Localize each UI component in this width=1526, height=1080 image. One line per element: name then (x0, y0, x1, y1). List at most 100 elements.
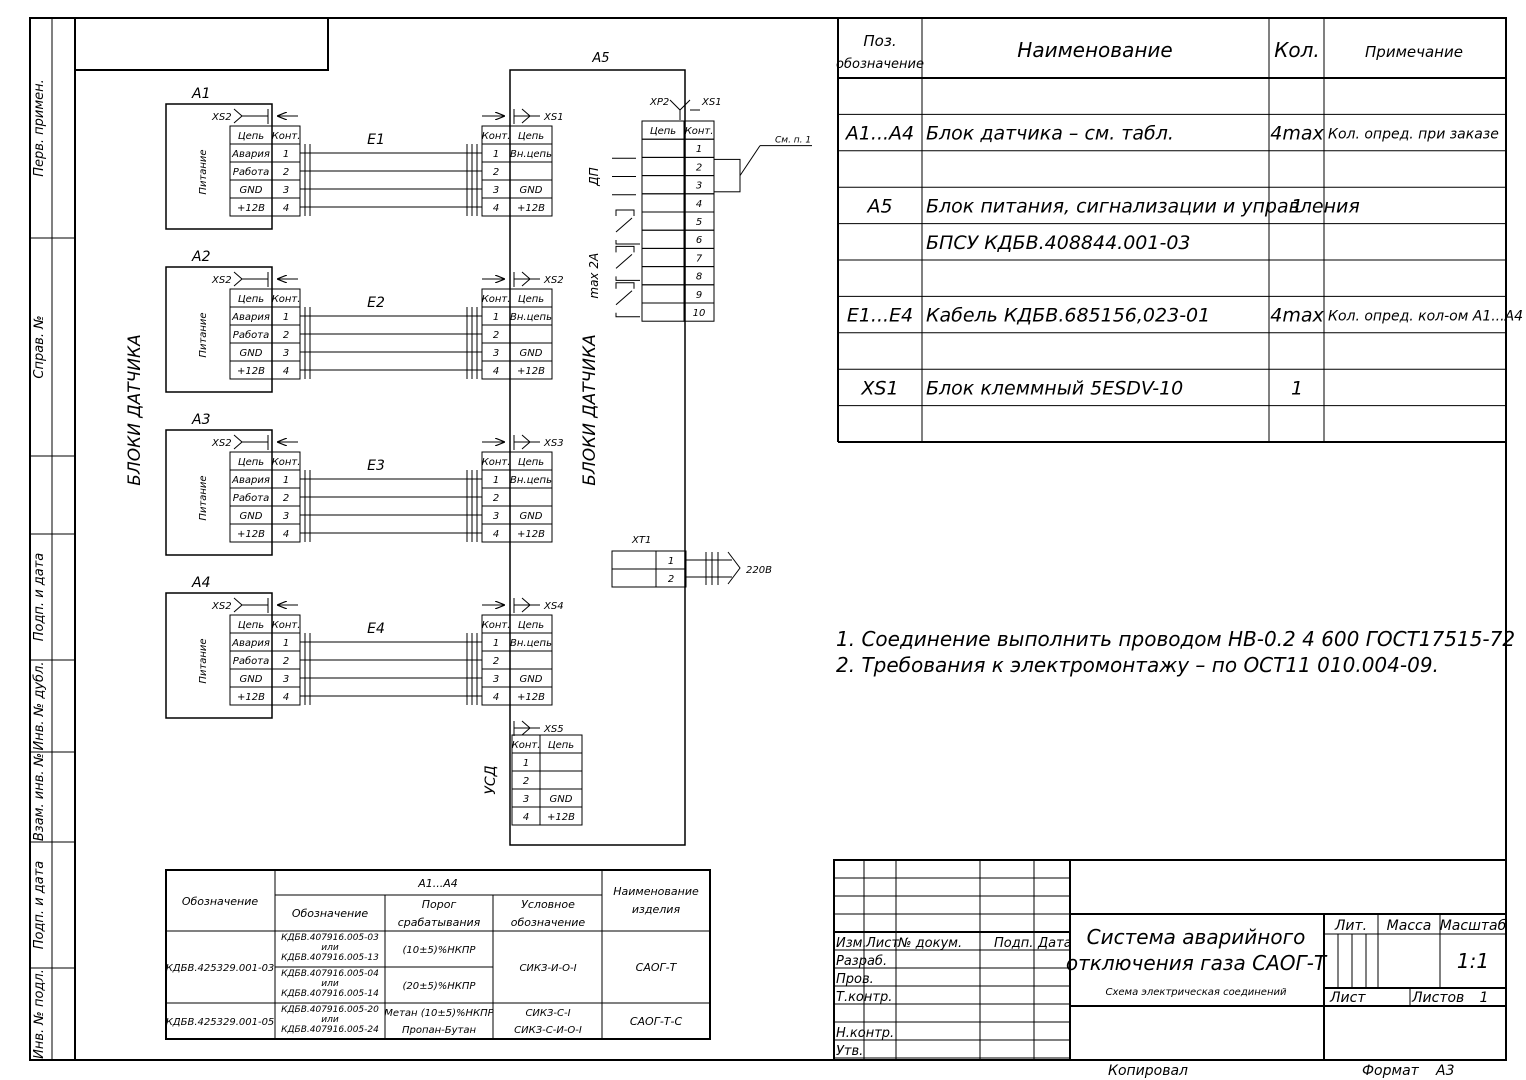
circuit-name: Авария (231, 475, 270, 486)
copied-label: Копировал (1108, 1063, 1188, 1079)
spec-name: БПСУ КДБВ.408844.001-03 (926, 232, 1191, 254)
relay-lead (615, 240, 640, 245)
a5-block: A5 БЛОКИ ДАТЧИКА (509, 51, 686, 846)
var-h-threshold-2: срабатывания (398, 916, 481, 929)
contact-num: 1 (668, 556, 674, 567)
side-stamp-1: Справ. № (32, 315, 47, 378)
contact-num: 2 (668, 574, 674, 585)
var-sub-design: КДБВ.407916.005-20 (281, 1005, 379, 1015)
rev-header: № докум. (897, 936, 962, 951)
format-label: Формат (1362, 1063, 1420, 1079)
rev-header: Лист (865, 936, 899, 951)
socket-symbol (514, 597, 531, 613)
xp2-circuit-cell (641, 138, 685, 158)
circuit-name: Авария (231, 149, 270, 160)
socket-symbol (514, 108, 531, 124)
xp2-circuit-cell (641, 302, 685, 322)
cable-label: E3 (367, 458, 385, 474)
sensor-group-label: БЛОКИ ДАТЧИКА (125, 334, 145, 485)
var-h-sub: Обозначение (292, 907, 369, 920)
spec-qty: 4max (1270, 305, 1324, 327)
col-circuit: Цепь (518, 457, 544, 468)
contact-num: 4 (493, 529, 499, 540)
contact-num: 1 (283, 638, 289, 649)
a5-circuit-cell (509, 650, 553, 670)
note-ref-box (713, 158, 741, 193)
plug-symbol (233, 434, 243, 450)
contact-num: 3 (493, 674, 499, 685)
rev-header: Дата (1037, 936, 1072, 951)
spec-header-pos-2: обозначение (836, 57, 924, 72)
contact-num: 2 (523, 776, 529, 787)
role-label: Утв. (836, 1044, 863, 1059)
contact-num: 1 (493, 312, 499, 323)
xs5-circuit-cell (539, 806, 583, 826)
col-circuit: Цепь (518, 620, 544, 631)
relay-lead (615, 276, 640, 281)
a5-group-label: БЛОКИ ДАТЧИКА (580, 334, 600, 485)
var-designation: КДБВ.425329.001-03 (166, 963, 275, 974)
rev-header: Подп. (994, 936, 1033, 951)
circuit-name: +12В (517, 203, 545, 214)
xp2-circuit-cell (641, 266, 685, 286)
circuit-name: GND (520, 511, 543, 522)
col-circuit: Цепь (238, 620, 264, 631)
usd-label: УСД (483, 765, 499, 794)
contact-num: 4 (283, 366, 289, 377)
relay-lead (615, 312, 640, 318)
var-sub-design: или (321, 979, 339, 989)
col-contact: Конт. (482, 131, 511, 142)
top-left-stamp (74, 17, 329, 71)
a5-outline (509, 69, 686, 846)
side-stamp-2: Подп. и дата (32, 553, 47, 642)
contact-num: 4 (493, 692, 499, 703)
spec-pos: А5 (865, 195, 892, 217)
col-contact: Конт. (482, 620, 511, 631)
col-contact: Конт. (482, 457, 511, 468)
circuit-name: GND (240, 185, 263, 196)
circuit-name: +12В (547, 812, 575, 823)
rev-header: Изм. (836, 936, 867, 951)
doc-title-2: отключения газа САОГ-Т (1066, 951, 1328, 975)
contact-num: 2 (493, 656, 499, 667)
circuit-name: +12В (517, 529, 545, 540)
connector-symbol (669, 99, 691, 111)
relay-contact (615, 245, 635, 253)
side-stamp-4: Взам. инв. № (32, 753, 47, 841)
spec-pos: XS1 (860, 377, 898, 399)
socket-symbol (514, 434, 531, 450)
var-product: САОГ-Т (636, 961, 678, 974)
contact-num: 1 (283, 312, 289, 323)
contact-num: 4 (283, 203, 289, 214)
a5-label: A5 (591, 51, 609, 66)
sheets-value: 1 (1480, 990, 1489, 1006)
var-sub-design: КДБВ.407916.005-04 (281, 969, 379, 979)
var-designation: КДБВ.425329.001-05 (166, 1017, 275, 1028)
xp2-contact-cell (683, 302, 715, 322)
variants-table: ОбозначениеА1...А4ОбозначениеПорогсрабат… (165, 869, 711, 1040)
xp2-circuit-cell (641, 229, 685, 249)
circuit-name: Вн.цепь (510, 475, 552, 486)
power-label: Питание (198, 312, 209, 357)
xt1-blank-cell (611, 550, 657, 570)
col-circuit: Цепь (238, 457, 264, 468)
plug-symbol (233, 597, 243, 613)
circuit-name: Вн.цепь (510, 312, 552, 323)
spec-qty: 1 (1291, 195, 1303, 217)
plug-label: XS2 (211, 275, 232, 286)
sensor-id: A1 (191, 86, 210, 102)
note-1: 1. Соединение выполнить проводом НВ-0.2 … (836, 627, 1515, 651)
note-ref: См. п. 1 (775, 136, 811, 146)
title-block-outline (833, 859, 1507, 1061)
side-stamp-3: Инв. № дубл. (32, 662, 47, 751)
xp2-circuit-cell (641, 156, 685, 177)
contact-num: 3 (283, 511, 289, 522)
contact-num: 3 (283, 348, 289, 359)
